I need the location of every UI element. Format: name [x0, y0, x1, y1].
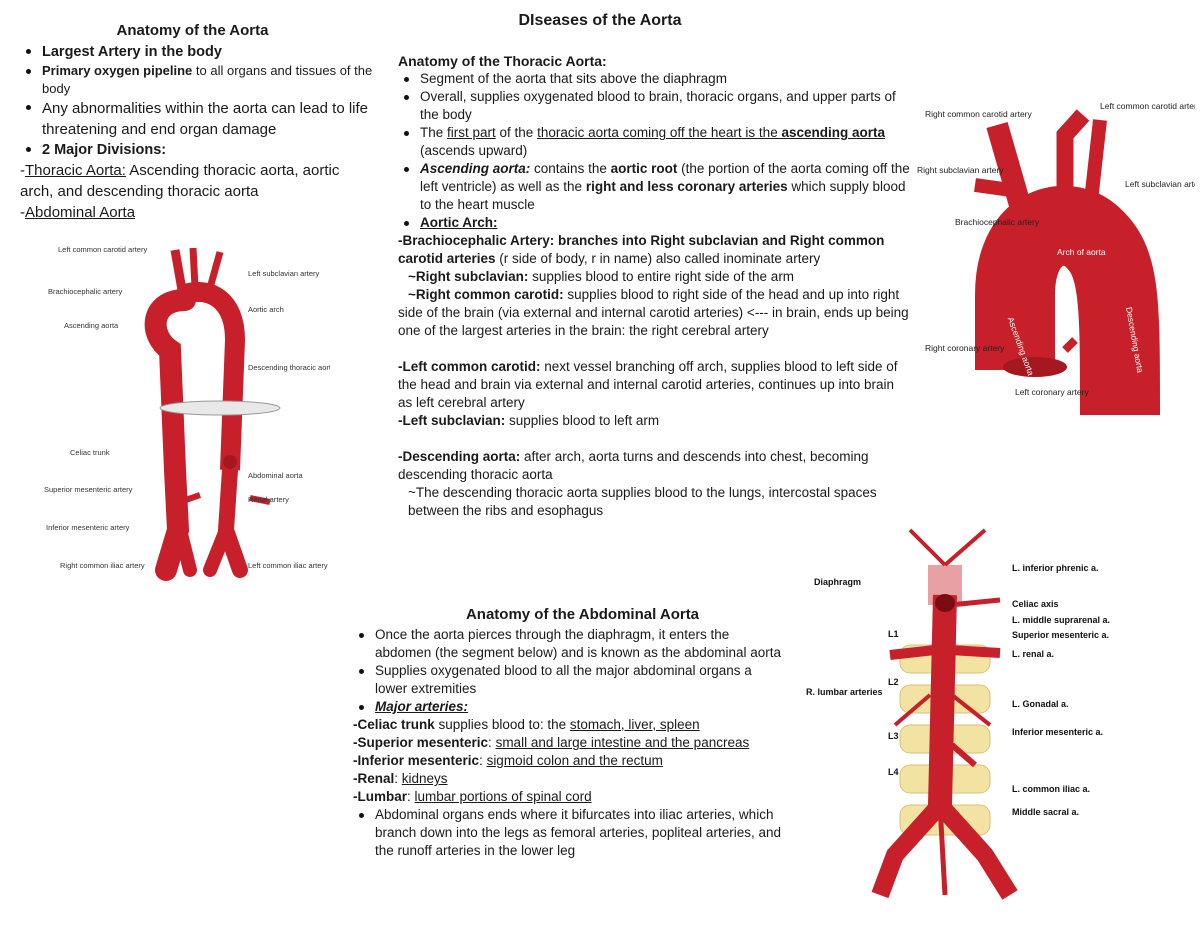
d3-label-l4: L4	[888, 767, 899, 777]
d3-label-iliac: L. common iliac a.	[1012, 784, 1090, 794]
para-brachiocephalic: -Brachiocephalic Artery: branches into R…	[398, 233, 885, 266]
artery-row-celiac: -Celiac trunk supplies blood to: the sto…	[353, 717, 700, 732]
d2-label-arch: Arch of aorta	[1057, 247, 1106, 257]
left-text-block: Largest Artery in the body Primary oxyge…	[20, 42, 375, 223]
d2-label-right-subclavian: Right subclavian artery	[917, 165, 1004, 175]
d2-label-right-coronary: Right coronary artery	[925, 343, 1005, 353]
left-bullet-2: Primary oxygen pipeline to all organs an…	[26, 62, 375, 98]
d1-label-aortic-arch: Aortic arch	[248, 305, 284, 314]
thoracic-bullet-5: Aortic Arch:	[404, 214, 910, 232]
thoracic-bullet-1: Segment of the aorta that sits above the…	[404, 70, 910, 88]
artery-row-inferior-mesenteric: -Inferior mesenteric: sigmoid colon and …	[353, 753, 663, 768]
abdominal-text-block: Once the aorta pierces through the diaph…	[353, 626, 785, 860]
thoracic-bullet-2: Overall, supplies oxygenated blood to br…	[404, 88, 910, 124]
aorta-shape	[144, 247, 281, 581]
main-title: DIseases of the Aorta	[518, 12, 682, 29]
abdominal-aorta-diagram: Diaphragm L. inferior phrenic a. Celiac …	[806, 528, 1110, 900]
d3-label-celiac: Celiac axis	[1012, 599, 1059, 609]
para-right-common-carotid: ~Right common carotid: supplies blood to…	[398, 287, 909, 338]
d1-label-left-common-carotid: Left common carotid artery	[58, 245, 147, 254]
abdominal-bullet-3: Major arteries:	[359, 698, 785, 716]
para-right-subclavian: ~Right subclavian: supplies blood to ent…	[408, 269, 795, 284]
d2-label-left-coronary: Left coronary artery	[1015, 387, 1089, 397]
d3-label-renal: L. renal a.	[1012, 649, 1054, 659]
d3-label-inf-mes: Inferior mesenteric a.	[1012, 727, 1103, 737]
abdominal-title: Anatomy of the Abdominal Aorta	[465, 606, 700, 623]
d1-label-celiac: Celiac trunk	[70, 448, 110, 457]
thoracic-bullet-4: Ascending aorta: contains the aortic roo…	[404, 161, 910, 212]
d1-label-right-common-iliac: Right common iliac artery	[60, 561, 145, 570]
abdominal-bullet-4: Abdominal organs ends where it bifurcate…	[359, 806, 785, 860]
d1-label-brachiocephalic: Brachiocephalic artery	[48, 287, 122, 296]
d3-label-sup-mes: Superior mesenteric a.	[1012, 630, 1109, 640]
left-division-2: -Abdominal Aorta	[20, 204, 136, 221]
left-bullet-1: Largest Artery in the body	[26, 42, 375, 62]
arch-shape	[974, 109, 1160, 416]
d1-label-left-common-iliac: Left common iliac artery	[248, 561, 328, 570]
left-title: Anatomy of the Aorta	[116, 22, 269, 39]
thoracic-bullet-3: The first part of the thoracic aorta com…	[404, 124, 910, 160]
d3-label-l1: L1	[888, 629, 899, 639]
aorta-diagram: Left common carotid artery Brachiocephal…	[44, 245, 330, 581]
d3-label-suprarenal: L. middle suprarenal a.	[1012, 615, 1110, 625]
d1-label-abdominal: Abdominal aorta	[248, 471, 303, 480]
d2-label-left-common-carotid: Left common carotid artery	[1100, 101, 1195, 111]
d1-label-descending: Descending thoracic aorta	[248, 363, 330, 372]
left-bullet-4: 2 Major Divisions:	[26, 140, 375, 160]
d3-label-l2: L2	[888, 677, 899, 687]
para-descending-aorta: -Descending aorta: after arch, aorta tur…	[398, 449, 869, 482]
aortic-arch-diagram: Right common carotid artery Left common …	[917, 101, 1195, 416]
d3-label-l3: L3	[888, 731, 899, 741]
d3-label-diaphragm: Diaphragm	[814, 577, 861, 587]
d2-label-left-subclavian: Left subclavian artery	[1125, 179, 1195, 189]
abdominal-bullet-1: Once the aorta pierces through the diaph…	[359, 626, 785, 662]
d1-label-renal: Renal artery	[248, 495, 289, 504]
thoracic-text-block: Anatomy of the Thoracic Aorta: Segment o…	[398, 52, 910, 520]
d3-label-sacral: Middle sacral a.	[1012, 807, 1079, 817]
left-bullet-3: Any abnormalities within the aorta can l…	[26, 98, 375, 140]
para-descending-thoracic: ~The descending thoracic aorta supplies …	[408, 485, 877, 518]
d3-label-lumbar: R. lumbar arteries	[806, 687, 883, 697]
abdominal-aorta-shape	[871, 528, 1018, 900]
d1-label-inferior-mesenteric: Inferior mesenteric artery	[46, 523, 130, 532]
para-left-subclavian: -Left subclavian: supplies blood to left…	[398, 413, 660, 428]
artery-row-lumbar: -Lumbar: lumbar portions of spinal cord	[353, 789, 592, 804]
d3-label-inferior-phrenic: L. inferior phrenic a.	[1012, 563, 1099, 573]
d1-label-superior-mesenteric: Superior mesenteric artery	[44, 485, 133, 494]
left-division-1: -Thoracic Aorta: Ascending thoracic aort…	[20, 162, 340, 200]
abdominal-bullet-2: Supplies oxygenated blood to all the maj…	[359, 662, 785, 698]
thoracic-section-title: Anatomy of the Thoracic Aorta:	[398, 53, 607, 69]
d2-label-brachiocephalic: Brachiocephalic artery	[955, 217, 1040, 227]
para-left-common-carotid: -Left common carotid: next vessel branch…	[398, 359, 898, 410]
artery-row-renal: -Renal: kidneys	[353, 771, 448, 786]
d3-label-gonadal: L. Gonadal a.	[1012, 699, 1069, 709]
d1-label-left-subclavian: Left subclavian artery	[248, 269, 320, 278]
artery-row-superior-mesenteric: -Superior mesenteric: small and large in…	[353, 735, 750, 750]
d2-label-right-common-carotid: Right common carotid artery	[925, 109, 1033, 119]
d1-label-ascending: Ascending aorta	[64, 321, 119, 330]
